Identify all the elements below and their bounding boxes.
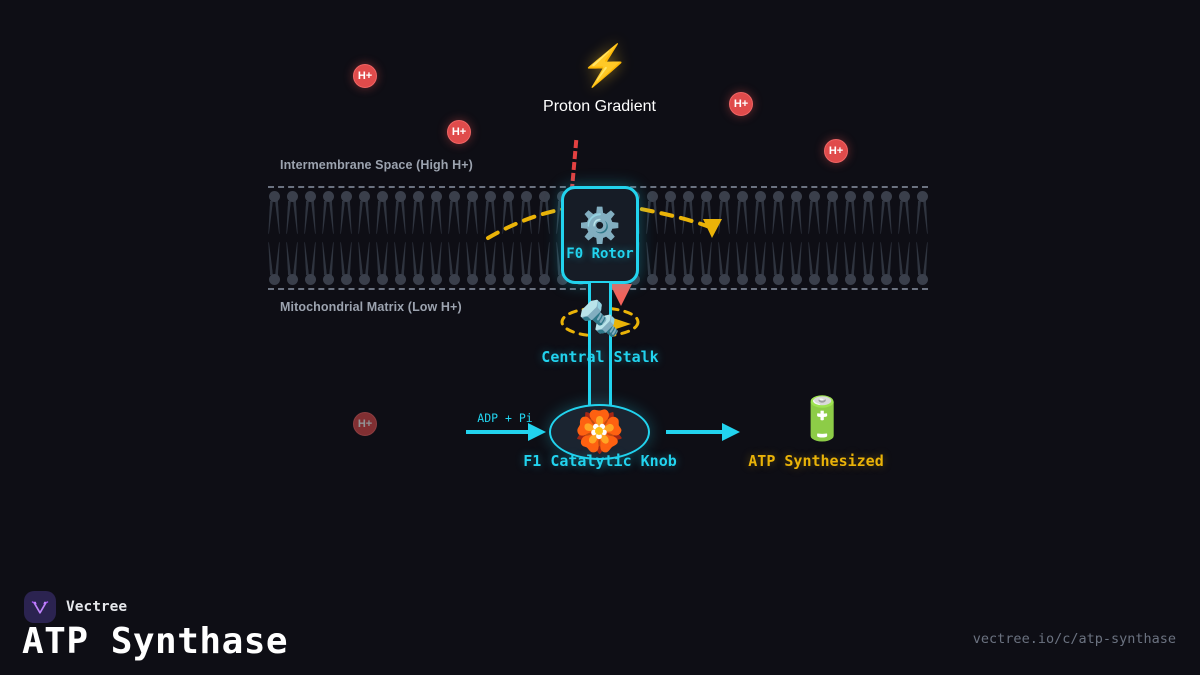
phospholipid-icon — [736, 191, 748, 237]
phospholipid-icon — [700, 239, 712, 285]
phospholipid-icon — [502, 239, 514, 285]
phospholipid-icon — [484, 239, 496, 285]
phospholipid-icon — [862, 191, 874, 237]
proton-h-plus: H+ — [353, 64, 377, 88]
phospholipid-icon — [808, 191, 820, 237]
phospholipid-icon — [844, 239, 856, 285]
phospholipid-icon — [340, 239, 352, 285]
phospholipid-icon — [430, 239, 442, 285]
phospholipid-icon — [880, 191, 892, 237]
rosette-icon: 🏵️ — [574, 410, 625, 454]
vectree-logo-icon — [24, 591, 56, 623]
lipid-leaflet-inner — [268, 239, 928, 285]
phospholipid-icon — [718, 191, 730, 237]
phospholipid-icon — [682, 191, 694, 237]
phospholipid-icon — [682, 239, 694, 285]
phospholipid-icon — [664, 191, 676, 237]
gear-icon: ⚙️ — [578, 206, 622, 245]
phospholipid-icon — [484, 191, 496, 237]
phospholipid-icon — [304, 191, 316, 237]
footer-url: vectree.io/c/atp-synthase — [972, 631, 1176, 647]
f1-catalytic-knob-node[interactable]: 🏵️ — [549, 404, 650, 460]
phospholipid-icon — [718, 239, 730, 285]
phospholipid-icon — [268, 239, 280, 285]
phospholipid-icon — [754, 191, 766, 237]
phospholipid-icon — [304, 239, 316, 285]
phospholipid-bilayer — [268, 186, 928, 290]
central-stalk-label: Central Stalk — [541, 348, 659, 366]
phospholipid-icon — [412, 239, 424, 285]
phospholipid-icon — [898, 239, 910, 285]
phospholipid-icon — [466, 239, 478, 285]
proton-gradient-label: Proton Gradient — [543, 98, 656, 115]
phospholipid-icon — [448, 191, 460, 237]
phospholipid-icon — [772, 239, 784, 285]
proton-flow-line-icon — [569, 139, 579, 193]
mitochondrial-matrix-label: Mitochondrial Matrix (Low H+) — [280, 300, 462, 314]
phospholipid-icon — [880, 239, 892, 285]
phospholipid-icon — [394, 191, 406, 237]
phospholipid-icon — [826, 239, 838, 285]
f0-rotor-label: F0 Rotor — [566, 245, 634, 262]
phospholipid-icon — [322, 191, 334, 237]
phospholipid-icon — [736, 239, 748, 285]
phospholipid-icon — [790, 191, 802, 237]
phospholipid-icon — [520, 239, 532, 285]
proton-h-plus: H+ — [824, 139, 848, 163]
central-stalk-shaft[interactable] — [588, 283, 612, 415]
f0-rotor-node[interactable]: ⚙️ F0 Rotor — [561, 186, 639, 284]
adp-inbound-arrowhead-icon — [528, 423, 546, 441]
phospholipid-icon — [916, 191, 928, 237]
proton-h-plus: H+ — [353, 412, 377, 436]
phospholipid-icon — [790, 239, 802, 285]
phospholipid-icon — [286, 191, 298, 237]
atp-outbound-arrowhead-icon — [722, 423, 740, 441]
lipid-leaflet-outer — [268, 191, 928, 237]
high-voltage-icon: ⚡ — [580, 44, 630, 88]
bolt-screw-icon: 🔩 — [578, 300, 621, 338]
phospholipid-icon — [754, 239, 766, 285]
battery-icon: 🔋 — [796, 395, 849, 442]
phospholipid-icon — [538, 191, 550, 237]
phospholipid-icon — [268, 191, 280, 237]
phospholipid-icon — [322, 239, 334, 285]
phospholipid-icon — [538, 239, 550, 285]
phospholipid-icon — [394, 239, 406, 285]
phospholipid-icon — [286, 239, 298, 285]
atp-synthesized-label: ATP Synthesized — [748, 452, 884, 470]
phospholipid-icon — [700, 191, 712, 237]
phospholipid-icon — [772, 191, 784, 237]
phospholipid-icon — [844, 191, 856, 237]
f1-catalytic-knob-label: F1 Catalytic Knob — [523, 452, 677, 470]
phospholipid-icon — [358, 239, 370, 285]
page-title: ATP Synthase — [22, 621, 289, 662]
phospholipid-icon — [358, 191, 370, 237]
intermembrane-space-label: Intermembrane Space (High H+) — [280, 158, 473, 172]
brand[interactable]: Vectree — [24, 591, 127, 623]
phospholipid-icon — [412, 191, 424, 237]
phospholipid-icon — [862, 239, 874, 285]
phospholipid-icon — [646, 191, 658, 237]
phospholipid-icon — [556, 239, 568, 285]
page-footer: Vectree ATP Synthase vectree.io/c/atp-sy… — [0, 575, 1200, 675]
proton-h-plus: H+ — [729, 92, 753, 116]
proton-h-plus: H+ — [447, 120, 471, 144]
phospholipid-icon — [430, 191, 442, 237]
phospholipid-icon — [898, 191, 910, 237]
phospholipid-icon — [448, 239, 460, 285]
phospholipid-icon — [340, 191, 352, 237]
phospholipid-icon — [664, 239, 676, 285]
phospholipid-icon — [376, 191, 388, 237]
phospholipid-icon — [808, 239, 820, 285]
phospholipid-icon — [502, 191, 514, 237]
phospholipid-icon — [826, 191, 838, 237]
phospholipid-icon — [466, 191, 478, 237]
proton-gradient-label-wrap: Proton Gradient — [467, 98, 732, 116]
phospholipid-icon — [916, 239, 928, 285]
phospholipid-icon — [646, 239, 658, 285]
phospholipid-icon — [520, 191, 532, 237]
phospholipid-icon — [376, 239, 388, 285]
adp-pi-label: ADP + Pi — [477, 411, 533, 425]
brand-name: Vectree — [66, 599, 128, 615]
